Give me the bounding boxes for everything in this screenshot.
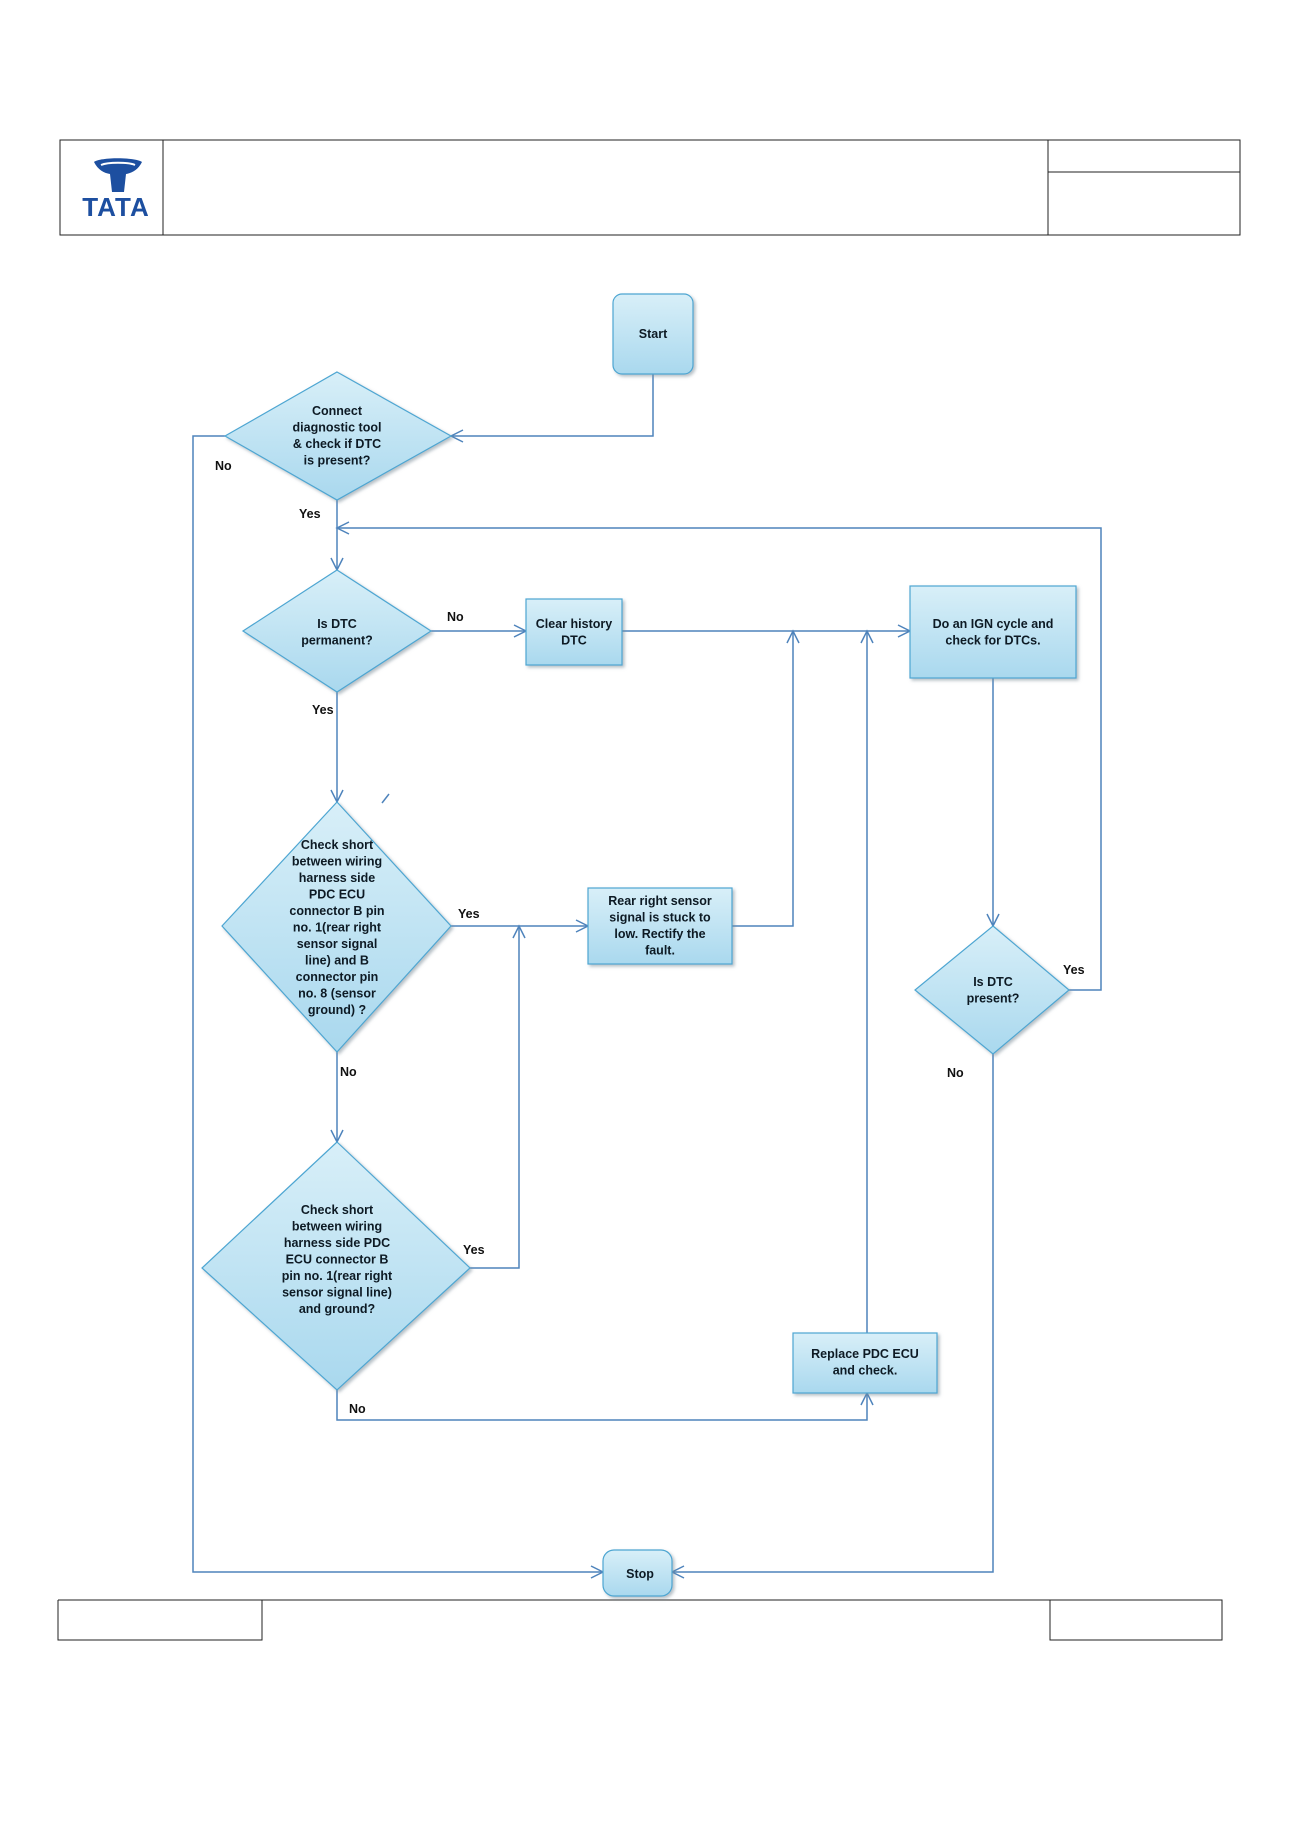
rear-right-low-node bbox=[587, 887, 733, 965]
label-line: low. Rectify the bbox=[614, 927, 705, 941]
label-line: diagnostic tool bbox=[293, 421, 382, 435]
stop-label: Stop bbox=[626, 1567, 654, 1581]
label-line: ground) ? bbox=[308, 1003, 366, 1017]
label-line: Rear right sensor bbox=[608, 894, 712, 908]
start-node bbox=[612, 293, 694, 375]
label-dtc-present-no: No bbox=[947, 1066, 964, 1080]
label-line: Check short bbox=[301, 838, 374, 852]
dtc-permanent-label: Is DTC permanent? bbox=[301, 617, 373, 648]
label-short-ground-no: No bbox=[349, 1402, 366, 1416]
start-label: Start bbox=[639, 327, 668, 341]
decision-connect-dtc bbox=[223, 371, 453, 501]
label-line: present? bbox=[967, 992, 1020, 1006]
tata-logo: TATA bbox=[82, 158, 150, 222]
decision-short-b8 bbox=[221, 801, 452, 1053]
label-line: Is DTC bbox=[317, 617, 357, 631]
label-connect-yes: Yes bbox=[299, 507, 321, 521]
arrowheads bbox=[330, 429, 1000, 1579]
label-line: Do an IGN cycle and bbox=[933, 617, 1054, 631]
label-line: no. 1(rear right bbox=[293, 921, 382, 935]
decision-dtc-permanent bbox=[241, 569, 433, 693]
label-permanent-no: No bbox=[447, 610, 464, 624]
edge-short-ground-yes-up bbox=[470, 926, 520, 1269]
label-line: fault. bbox=[645, 944, 675, 958]
label-line: and ground? bbox=[299, 1302, 375, 1316]
label-line: sensor signal bbox=[297, 937, 378, 951]
nodes bbox=[201, 293, 1077, 1597]
label-line: permanent? bbox=[301, 634, 373, 648]
connect-dtc-label: Connect diagnostic tool & check if DTC is p… bbox=[293, 404, 382, 468]
label-line: signal is stuck to bbox=[609, 911, 711, 925]
edge-rear-to-ign bbox=[732, 631, 794, 927]
edge-short-ground-no-to-replace bbox=[336, 1390, 868, 1421]
label-line: sensor signal line) bbox=[282, 1286, 392, 1300]
label-line: is present? bbox=[304, 454, 371, 468]
node-labels: Start Connect diagnostic tool & check if D… bbox=[282, 327, 1054, 1581]
edge-labels: No Yes No Yes Yes No Yes No Yes No bbox=[215, 459, 1085, 1416]
label-line: between wiring bbox=[292, 1220, 382, 1234]
label-line: harness side bbox=[299, 871, 375, 885]
label-line: & check if DTC bbox=[293, 437, 381, 451]
label-line: ECU connector B bbox=[286, 1253, 389, 1267]
label-line: between wiring bbox=[292, 855, 382, 869]
edge-loop-back-to-permanent bbox=[337, 527, 1102, 991]
label-line: connector pin bbox=[296, 970, 379, 984]
label-line: Connect bbox=[312, 404, 363, 418]
label-line: Replace PDC ECU bbox=[811, 1347, 919, 1361]
header-frame bbox=[59, 139, 1241, 236]
label-line: check for DTCs. bbox=[945, 634, 1040, 648]
edge-start-to-connect bbox=[451, 374, 654, 437]
ign-cycle-label: Do an IGN cycle and check for DTCs. bbox=[933, 617, 1054, 648]
tata-emblem-icon bbox=[94, 158, 142, 192]
label-permanent-yes: Yes bbox=[312, 703, 334, 717]
label-line: pin no. 1(rear right bbox=[282, 1269, 393, 1283]
decision-short-ground bbox=[201, 1141, 471, 1391]
label-line: line) and B bbox=[305, 954, 369, 968]
brand-wordmark: TATA bbox=[82, 192, 150, 222]
label-line: and check. bbox=[833, 1364, 898, 1378]
dtc-present-label: Is DTC present? bbox=[967, 975, 1020, 1006]
stop-node bbox=[602, 1549, 673, 1597]
label-line: Is DTC bbox=[973, 975, 1013, 989]
decision-dtc-present bbox=[914, 925, 1070, 1055]
label-short-ground-yes: Yes bbox=[463, 1243, 485, 1257]
label-dtc-present-yes: Yes bbox=[1063, 963, 1085, 977]
label-short-b8-yes: Yes bbox=[458, 907, 480, 921]
short-ground-label: Check short between wiring harness side PD… bbox=[282, 1203, 393, 1316]
label-short-b8-no: No bbox=[340, 1065, 357, 1079]
replace-ecu-node bbox=[792, 1332, 938, 1394]
label-line: Clear history bbox=[536, 617, 612, 631]
label-line: Check short bbox=[301, 1203, 374, 1217]
ign-cycle-node bbox=[909, 585, 1077, 679]
label-line: harness side PDC bbox=[284, 1236, 390, 1250]
rear-right-low-label: Rear right sensor signal is stuck to low. … bbox=[608, 894, 712, 958]
edge-connect-no-to-stop bbox=[192, 435, 603, 1573]
label-line: no. 8 (sensor bbox=[298, 987, 376, 1001]
label-line: DTC bbox=[561, 634, 587, 648]
label-connect-no: No bbox=[215, 459, 232, 473]
label-line: connector B pin bbox=[289, 904, 384, 918]
footer-frame bbox=[57, 1599, 1223, 1641]
replace-ecu-label: Replace PDC ECU and check. bbox=[811, 1347, 919, 1378]
clear-history-node bbox=[525, 598, 623, 666]
label-line: PDC ECU bbox=[309, 888, 365, 902]
edge-dtc-present-no-to-stop bbox=[672, 1054, 994, 1573]
